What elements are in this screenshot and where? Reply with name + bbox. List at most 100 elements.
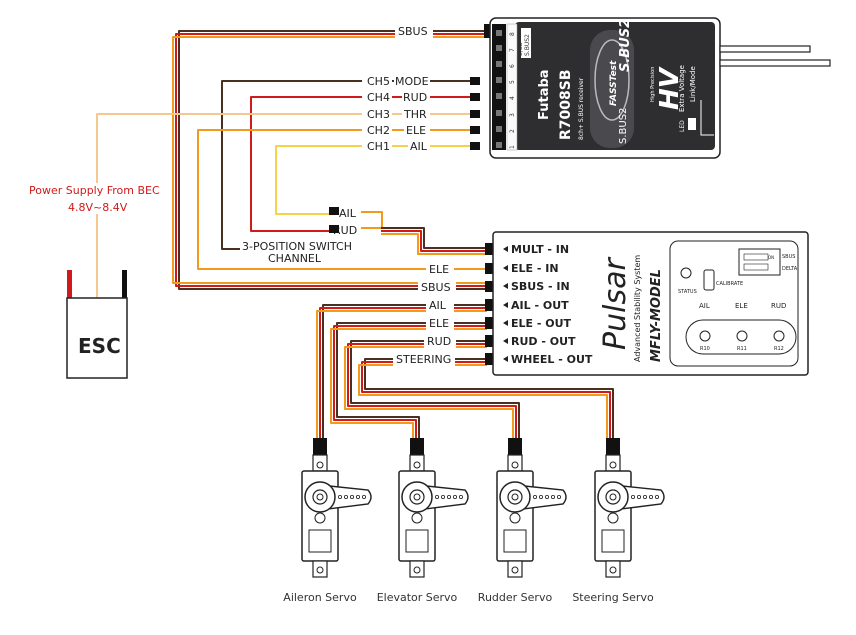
calibrate-button[interactable]: [703, 269, 715, 291]
power-line2: 4.8V~8.4V: [68, 201, 128, 214]
ch3-func: THR: [403, 108, 427, 121]
connector-plugs: [329, 24, 494, 365]
pulsar-ports: MULT - IN ELE - IN SBUS - IN AIL - OUT E…: [503, 243, 593, 366]
power-labels: Power Supply From BEC 4.8V~8.4V: [26, 184, 166, 214]
ch1-wire: [275, 145, 471, 215]
pulsar-module: MULT - IN ELE - IN SBUS - IN AIL - OUT E…: [492, 231, 809, 376]
pulsar-name: Pulsar: [598, 257, 633, 350]
receiver-port-b: 8/SB: [517, 42, 524, 56]
receiver-model: R7008SB: [558, 70, 574, 141]
knob-head-rud: RUD: [771, 302, 786, 310]
receiver-brand: Futaba: [537, 69, 552, 120]
calibrate-label: CALIBRATE: [716, 281, 743, 287]
ch2-func: ELE: [406, 124, 426, 137]
esc-label: ESC: [78, 334, 121, 358]
pin-2: 2: [509, 129, 516, 133]
rud-out-wire: [344, 340, 520, 441]
status-led: [680, 267, 692, 279]
servo-captions: Aileron Servo Elevator Servo Rudder Serv…: [283, 591, 654, 604]
pin-3: 3: [509, 113, 516, 117]
servo-caption-rudder: Rudder Servo: [478, 591, 553, 604]
left-label-ail-out: AIL: [429, 299, 447, 312]
left-label-ele-out: ELE: [429, 317, 449, 330]
receiver-port-label: S.BUS2: [524, 34, 531, 56]
receiver-sub: 8ch+ S.BUS receiver: [578, 77, 585, 140]
receiver-pin-numbers: 8 7 6 5 4 3 2 1: [509, 32, 516, 149]
ch3-wire: [96, 113, 471, 183]
ch4-func: RUD: [403, 91, 427, 104]
ch5-wire: [221, 80, 471, 250]
servo-caption-steering: Steering Servo: [572, 591, 654, 604]
led-label: LED: [679, 120, 686, 132]
led-indicator: [688, 118, 696, 130]
port-ail-out: AIL - OUT: [511, 299, 569, 312]
knob-head-ail: AIL: [699, 302, 710, 310]
servo-steering: [594, 438, 665, 578]
sbus2-small: S.BUS2: [618, 108, 629, 144]
knob-ele[interactable]: [736, 330, 748, 342]
left-label-rud-out: RUD: [427, 335, 451, 348]
dip-on: ON: [768, 255, 774, 260]
knob-rud[interactable]: [773, 330, 785, 342]
wire-labels: SBUS CH5 MODE CH4 RUD CH3 THR CH2 ELE CH…: [26, 24, 456, 366]
switch-ail: AIL: [339, 207, 357, 220]
switch-line1: 3-POSITION SWITCH: [242, 240, 352, 253]
ch1-func: AIL: [410, 140, 428, 153]
port-ele-out: ELE - OUT: [511, 317, 572, 330]
ele-out-wire: [330, 322, 487, 441]
servo-elevator: [398, 438, 469, 578]
sbus2-text: S.BUS2: [618, 19, 633, 72]
knob-ail[interactable]: [699, 330, 711, 342]
servo-rudder: [496, 438, 567, 578]
channel-labels: CH5 MODE CH4 RUD CH3 THR CH2 ELE CH1 AIL: [362, 74, 430, 153]
knob-label-r10: R10: [700, 346, 710, 352]
power-line1: Power Supply From BEC: [29, 184, 160, 197]
ch3-label: CH3: [367, 108, 390, 121]
pulsar-brand: MFLY-MODEL: [649, 269, 664, 362]
pulsar-subtitle: Advanced Stability System: [633, 255, 642, 362]
sbus-wire: [172, 30, 493, 290]
pin-8: 8: [509, 32, 516, 36]
receiver-antennas: [719, 45, 831, 67]
port-wheel-out: WHEEL - OUT: [511, 353, 593, 366]
pin-6: 6: [509, 64, 516, 68]
port-ele-in: ELE - IN: [511, 262, 559, 275]
pulsar-control-panel: STATUS CALIBRATE ON SBUS DELTA AIL ELE R…: [669, 240, 799, 367]
switch-rud: RUD: [333, 224, 357, 237]
pulsar-port-arrows: [503, 246, 508, 362]
ch4-label: CH4: [367, 91, 390, 104]
ch2-label: CH2: [367, 124, 390, 137]
fasst-logo: FASSTest S.BUS2 S.BUS2: [590, 19, 634, 148]
dip-switch[interactable]: [738, 248, 781, 276]
receiver-pin-header: [492, 23, 518, 151]
left-label-sbus-in: SBUS: [421, 281, 451, 294]
ext-voltage: Extra Voltage: [678, 65, 686, 112]
pin-5: 5: [509, 80, 516, 84]
left-label-ele-in: ELE: [429, 263, 449, 276]
gain-knobs[interactable]: [699, 330, 785, 342]
mult-in-wire: [361, 211, 491, 255]
knob-label-r12: R12: [774, 346, 784, 352]
switch-line2: CHANNEL: [268, 252, 322, 265]
receiver: 8 7 6 5 4 3 2 1 S.BUS2 8/SB Futaba R7008…: [489, 17, 831, 159]
hi-precision: High Precision: [650, 67, 656, 102]
switch-labels: AIL RUD 3-POSITION SWITCH CHANNEL: [240, 207, 357, 265]
servo-aileron: [301, 438, 372, 578]
port-mult-in: MULT - IN: [511, 243, 569, 256]
hv-text: HV: [655, 66, 685, 110]
dip-delta: DELTA: [782, 266, 798, 272]
status-label: STATUS: [678, 289, 697, 295]
dip-sbus: SBUS: [782, 254, 795, 260]
servo-caption-aileron: Aileron Servo: [283, 591, 357, 604]
left-label-steering: STEERING: [396, 353, 451, 366]
pulsar-left-labels: ELE SBUS AIL ELE RUD STEERING: [393, 262, 456, 366]
ch4-wire: [250, 96, 471, 232]
sbus-label: SBUS: [398, 25, 428, 38]
pin-1: 1: [509, 145, 516, 149]
link-mode: Link/Mode: [689, 66, 697, 102]
knob-head-ele: ELE: [735, 302, 748, 310]
ch5-label: CH5: [367, 75, 390, 88]
ch1-label: CH1: [367, 140, 390, 153]
knob-label-r11: R11: [737, 346, 747, 352]
